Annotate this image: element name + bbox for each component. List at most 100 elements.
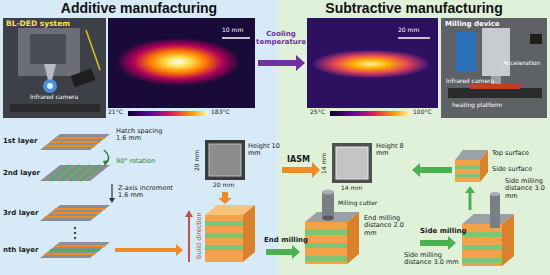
- layer-plates-part: [60, 165, 80, 181]
- ded-photo-part: [86, 30, 100, 70]
- dimension-label: Side milling distance 3.0 mm: [505, 178, 548, 200]
- surface-cube-part: [455, 166, 480, 169]
- surface-cube: [455, 150, 488, 210]
- milling-photo: [441, 18, 547, 118]
- side-milling-part: [462, 245, 502, 250]
- ded-photo: [3, 18, 106, 118]
- machined-sample: [332, 143, 452, 183]
- temperature-label: 21°C: [108, 109, 123, 116]
- layer-plates-part: [70, 165, 90, 181]
- layer-plates-part: [55, 245, 105, 247]
- side-milling-part: [462, 258, 502, 263]
- layer-plates-part: [40, 242, 110, 258]
- photo-label: BL-DED system: [6, 20, 70, 29]
- layer-plates: [40, 134, 183, 258]
- layer-plates-part: [80, 165, 100, 181]
- milling-photo-part: [482, 28, 510, 76]
- end-milling-part: [322, 216, 334, 221]
- photo-label: Milling device: [445, 20, 500, 28]
- milling-photo-part: [456, 32, 476, 72]
- dimension-label: Side milling distance 3.0 mm: [404, 252, 460, 267]
- end-milling-part: [305, 243, 347, 248]
- iasm-arrow-part: [282, 162, 320, 178]
- build-cube-part: [205, 233, 243, 238]
- layer-label: nth layer: [3, 246, 38, 254]
- layer-plates-part: [50, 141, 100, 143]
- end-milling-part: [322, 190, 334, 195]
- thermal-image-hot-part: [108, 18, 255, 108]
- dimension-label: Height 10 mm: [248, 143, 280, 158]
- dimension-label: 14 mm: [322, 152, 329, 173]
- layer-plates-part: [40, 205, 110, 221]
- scale-label: 10 mm: [222, 27, 243, 34]
- build-cube: [185, 205, 255, 262]
- arrow-label: Cooling temperature: [256, 30, 306, 46]
- end-milling-part: [322, 192, 334, 218]
- end-milling-part: [347, 212, 359, 264]
- dimension-label: 20 mm: [195, 149, 202, 170]
- ded-photo-part: [43, 79, 57, 93]
- background-part: [0, 0, 278, 275]
- direction-label: Build direction: [195, 213, 202, 260]
- end-milling-part: [266, 245, 300, 259]
- surface-cube-part: [469, 192, 472, 210]
- surface-cube-part: [455, 160, 480, 182]
- surface-cube-part: [465, 186, 475, 193]
- ded-photo-part: [47, 83, 53, 89]
- section-heading: Subtractive manufacturing: [278, 0, 550, 17]
- build-cube-part: [205, 215, 243, 262]
- as-built-sample-part: [205, 140, 245, 180]
- layer-plates-part: [74, 237, 76, 239]
- photo-label: heating platform: [452, 102, 502, 109]
- arrow-label: Side milling: [420, 227, 467, 235]
- surface-label: Side surface: [492, 166, 532, 173]
- layer-plates-part: [50, 212, 100, 214]
- layer-plates-part: [45, 216, 95, 218]
- side-milling-part: [462, 224, 502, 266]
- milling-photo-part: [448, 88, 542, 98]
- build-cube-part: [188, 216, 190, 262]
- build-cube-part: [185, 210, 193, 217]
- layer-plates-part: [74, 227, 76, 229]
- photo-label: Infrared camera: [446, 78, 494, 85]
- thermal-image-cool-part: [330, 111, 410, 116]
- as-built-sample-part: [218, 192, 232, 204]
- layer-plates-part: [55, 137, 105, 139]
- layer-label: 3rd layer: [3, 209, 38, 217]
- rotation-label: 90° rotation: [116, 158, 155, 165]
- as-built-sample: [205, 140, 245, 204]
- layer-plates-part: [50, 165, 70, 181]
- temperature-label: 100°C: [413, 109, 432, 116]
- end-milling-part: [305, 222, 347, 264]
- milling-photo-part: [441, 18, 547, 118]
- machined-sample-part: [336, 147, 368, 179]
- layer-plates-part: [111, 184, 112, 199]
- temperature-label: 25°C: [310, 109, 325, 116]
- ded-photo-part: [3, 18, 106, 118]
- thermal-image-cool: [307, 18, 438, 116]
- thermal-image-cool-part: [398, 37, 430, 39]
- dimension-label: 20 mm: [213, 182, 234, 189]
- layer-plates-part: [50, 249, 100, 251]
- cooling-arrow-part: [258, 55, 305, 71]
- dimension-label: 14 mm: [341, 185, 362, 192]
- iasm-arrow: [282, 162, 320, 178]
- ded-photo-part: [44, 64, 56, 80]
- dimension-label: Height 8 mm: [376, 143, 410, 158]
- background-part: [278, 0, 550, 275]
- ded-photo-part: [30, 34, 66, 64]
- layer-plates-part: [40, 165, 110, 181]
- thermal-image-hot: [108, 18, 255, 116]
- surface-label: Top surface: [492, 150, 529, 157]
- dimension-label: Hatch spacing 1.6 mm: [116, 128, 170, 143]
- side-milling-part: [420, 236, 456, 250]
- end-milling-part: [305, 256, 347, 261]
- thermal-image-cool-part: [307, 18, 438, 108]
- side-milling-part: [462, 232, 502, 237]
- photo-label: Acceleration: [503, 60, 540, 67]
- milling-photo-part: [470, 84, 520, 89]
- scale-label: 20 mm: [398, 27, 419, 34]
- thermal-image-cool-part: [313, 50, 429, 78]
- temperature-label: 183°C: [211, 109, 230, 116]
- side-milling-part: [490, 194, 500, 228]
